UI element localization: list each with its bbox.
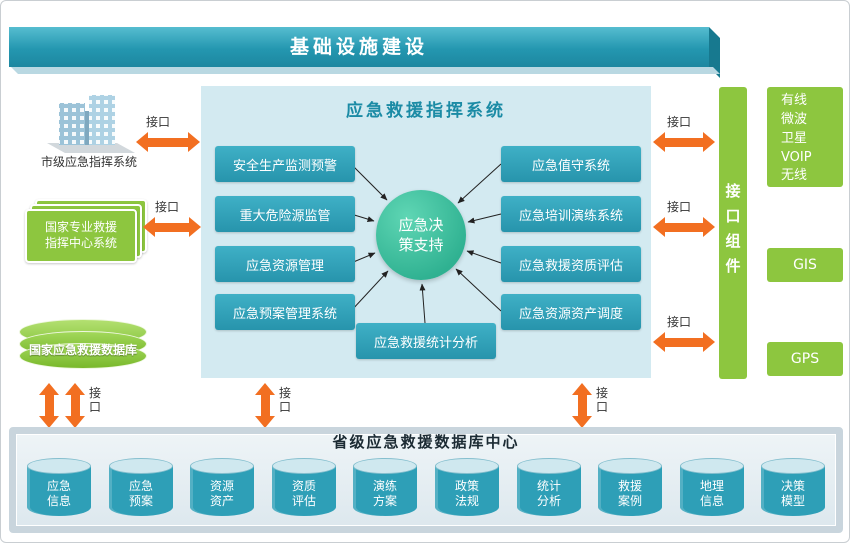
- city-system-label: 市级应急指挥系统: [40, 155, 137, 169]
- module-duty-system: 应急值守系统: [501, 146, 641, 182]
- interface-label: 接口: [279, 386, 292, 414]
- interface-label: 接口: [596, 386, 609, 414]
- cylinder-body: [190, 466, 254, 516]
- cylinder-top: [761, 458, 825, 474]
- infrastructure-banner: 基础设施建设: [9, 27, 709, 67]
- comm-channels-box: 有线 微波 卫星 VOIP 无线: [767, 87, 843, 187]
- interface-arrow: [65, 383, 85, 428]
- db-label: 应急预案: [128, 479, 153, 508]
- cylinder-top: [517, 458, 581, 474]
- cylinder-body: [598, 466, 662, 516]
- db-label: 资源资产: [209, 479, 234, 508]
- interface-component-bar: 接口组件: [719, 87, 747, 379]
- provincial-db-title: 省级应急救援数据库中心: [332, 433, 520, 451]
- cylinder-top: [680, 458, 744, 474]
- interface-bar-label: 接口组件: [723, 183, 742, 283]
- db-label: 统计分析: [536, 479, 561, 508]
- db-cylinder: 应急信息: [27, 458, 91, 518]
- module-asset-dispatch: 应急资源资产调度: [501, 294, 641, 330]
- db-cylinder: 政策法规: [435, 458, 499, 518]
- interface-arrow: [653, 217, 715, 237]
- cylinder-top: [27, 458, 91, 474]
- panel-title: 应急救援指挥系统: [346, 101, 506, 121]
- module-resource-management: 应急资源管理: [215, 246, 355, 282]
- db-cylinder: 决策模型: [761, 458, 825, 518]
- module-production-monitoring: 安全生产监测预警: [215, 146, 355, 182]
- interface-arrow: [653, 132, 715, 152]
- gis-box: GIS: [767, 248, 843, 282]
- cylinder-body: [680, 466, 744, 516]
- interface-label: 接口: [667, 315, 692, 329]
- db-disk: [19, 343, 147, 369]
- cylinder-body: [353, 466, 417, 516]
- cylinder-top: [435, 458, 499, 474]
- cylinder-top: [109, 458, 173, 474]
- gps-box: GPS: [767, 342, 843, 376]
- city-buildings-icon: [39, 91, 139, 159]
- db-cylinder: 演练方案: [353, 458, 417, 518]
- decision-support-core: 应急决策支持: [376, 190, 466, 280]
- module-plan-management: 应急预案管理系统: [215, 294, 355, 330]
- cylinder-body: [272, 466, 336, 516]
- db-cylinder: 救援案例: [598, 458, 662, 518]
- db-cylinder: 统计分析: [517, 458, 581, 518]
- db-label: 资质评估: [291, 479, 316, 508]
- module-training-drill: 应急培训演练系统: [501, 196, 641, 232]
- national-db-label: 国家应急救援数据库: [28, 343, 137, 357]
- national-center-stack: 国家专业救援指挥中心系统: [25, 199, 149, 265]
- db-label: 应急信息: [46, 479, 71, 508]
- interface-label: 接口: [667, 200, 692, 214]
- interface-arrow: [255, 383, 275, 428]
- cylinder-body: [27, 466, 91, 516]
- db-label: 演练方案: [372, 479, 397, 508]
- interface-arrow: [143, 217, 201, 237]
- db-cylinder: 应急预案: [109, 458, 173, 518]
- module-qualification-eval: 应急救援资质评估: [501, 246, 641, 282]
- cylinder-top: [598, 458, 662, 474]
- cylinder-top: [272, 458, 336, 474]
- db-label: 救援案例: [617, 479, 642, 508]
- interface-arrow: [653, 332, 715, 352]
- national-center-label: 国家专业救援指挥中心系统: [44, 220, 117, 250]
- cylinder-body: [109, 466, 173, 516]
- cylinder-top: [190, 458, 254, 474]
- interface-label: 接口: [146, 115, 171, 129]
- banner-3d-bottom: [11, 67, 720, 74]
- db-label: 决策模型: [780, 479, 805, 508]
- module-statistics-analysis: 应急救援统计分析: [356, 323, 496, 359]
- interface-arrow: [39, 383, 59, 428]
- db-cylinder: 资质评估: [272, 458, 336, 518]
- db-cylinder: 资源资产: [190, 458, 254, 518]
- core-label: 应急决策支持: [398, 215, 444, 254]
- cylinder-body: [761, 466, 825, 516]
- interface-label: 接口: [155, 200, 180, 214]
- db-label: 政策法规: [454, 479, 479, 508]
- db-cylinder: 地理信息: [680, 458, 744, 518]
- module-hazard-supervision: 重大危险源监管: [215, 196, 355, 232]
- db-label: 地理信息: [699, 479, 724, 508]
- interface-label: 接口: [89, 386, 102, 414]
- stack-layer-front: 国家专业救援指挥中心系统: [25, 209, 137, 263]
- national-database-cylinder: 国家应急救援数据库: [19, 319, 147, 373]
- cylinder-top: [353, 458, 417, 474]
- interface-arrow: [572, 383, 592, 428]
- interface-arrow: [136, 132, 200, 152]
- interface-label: 接口: [667, 115, 692, 129]
- cylinder-body: [435, 466, 499, 516]
- cylinder-body: [517, 466, 581, 516]
- command-system-panel: 应急救援指挥系统 安全生产监测预警 重大危险源监管 应急资源管理 应: [201, 86, 651, 378]
